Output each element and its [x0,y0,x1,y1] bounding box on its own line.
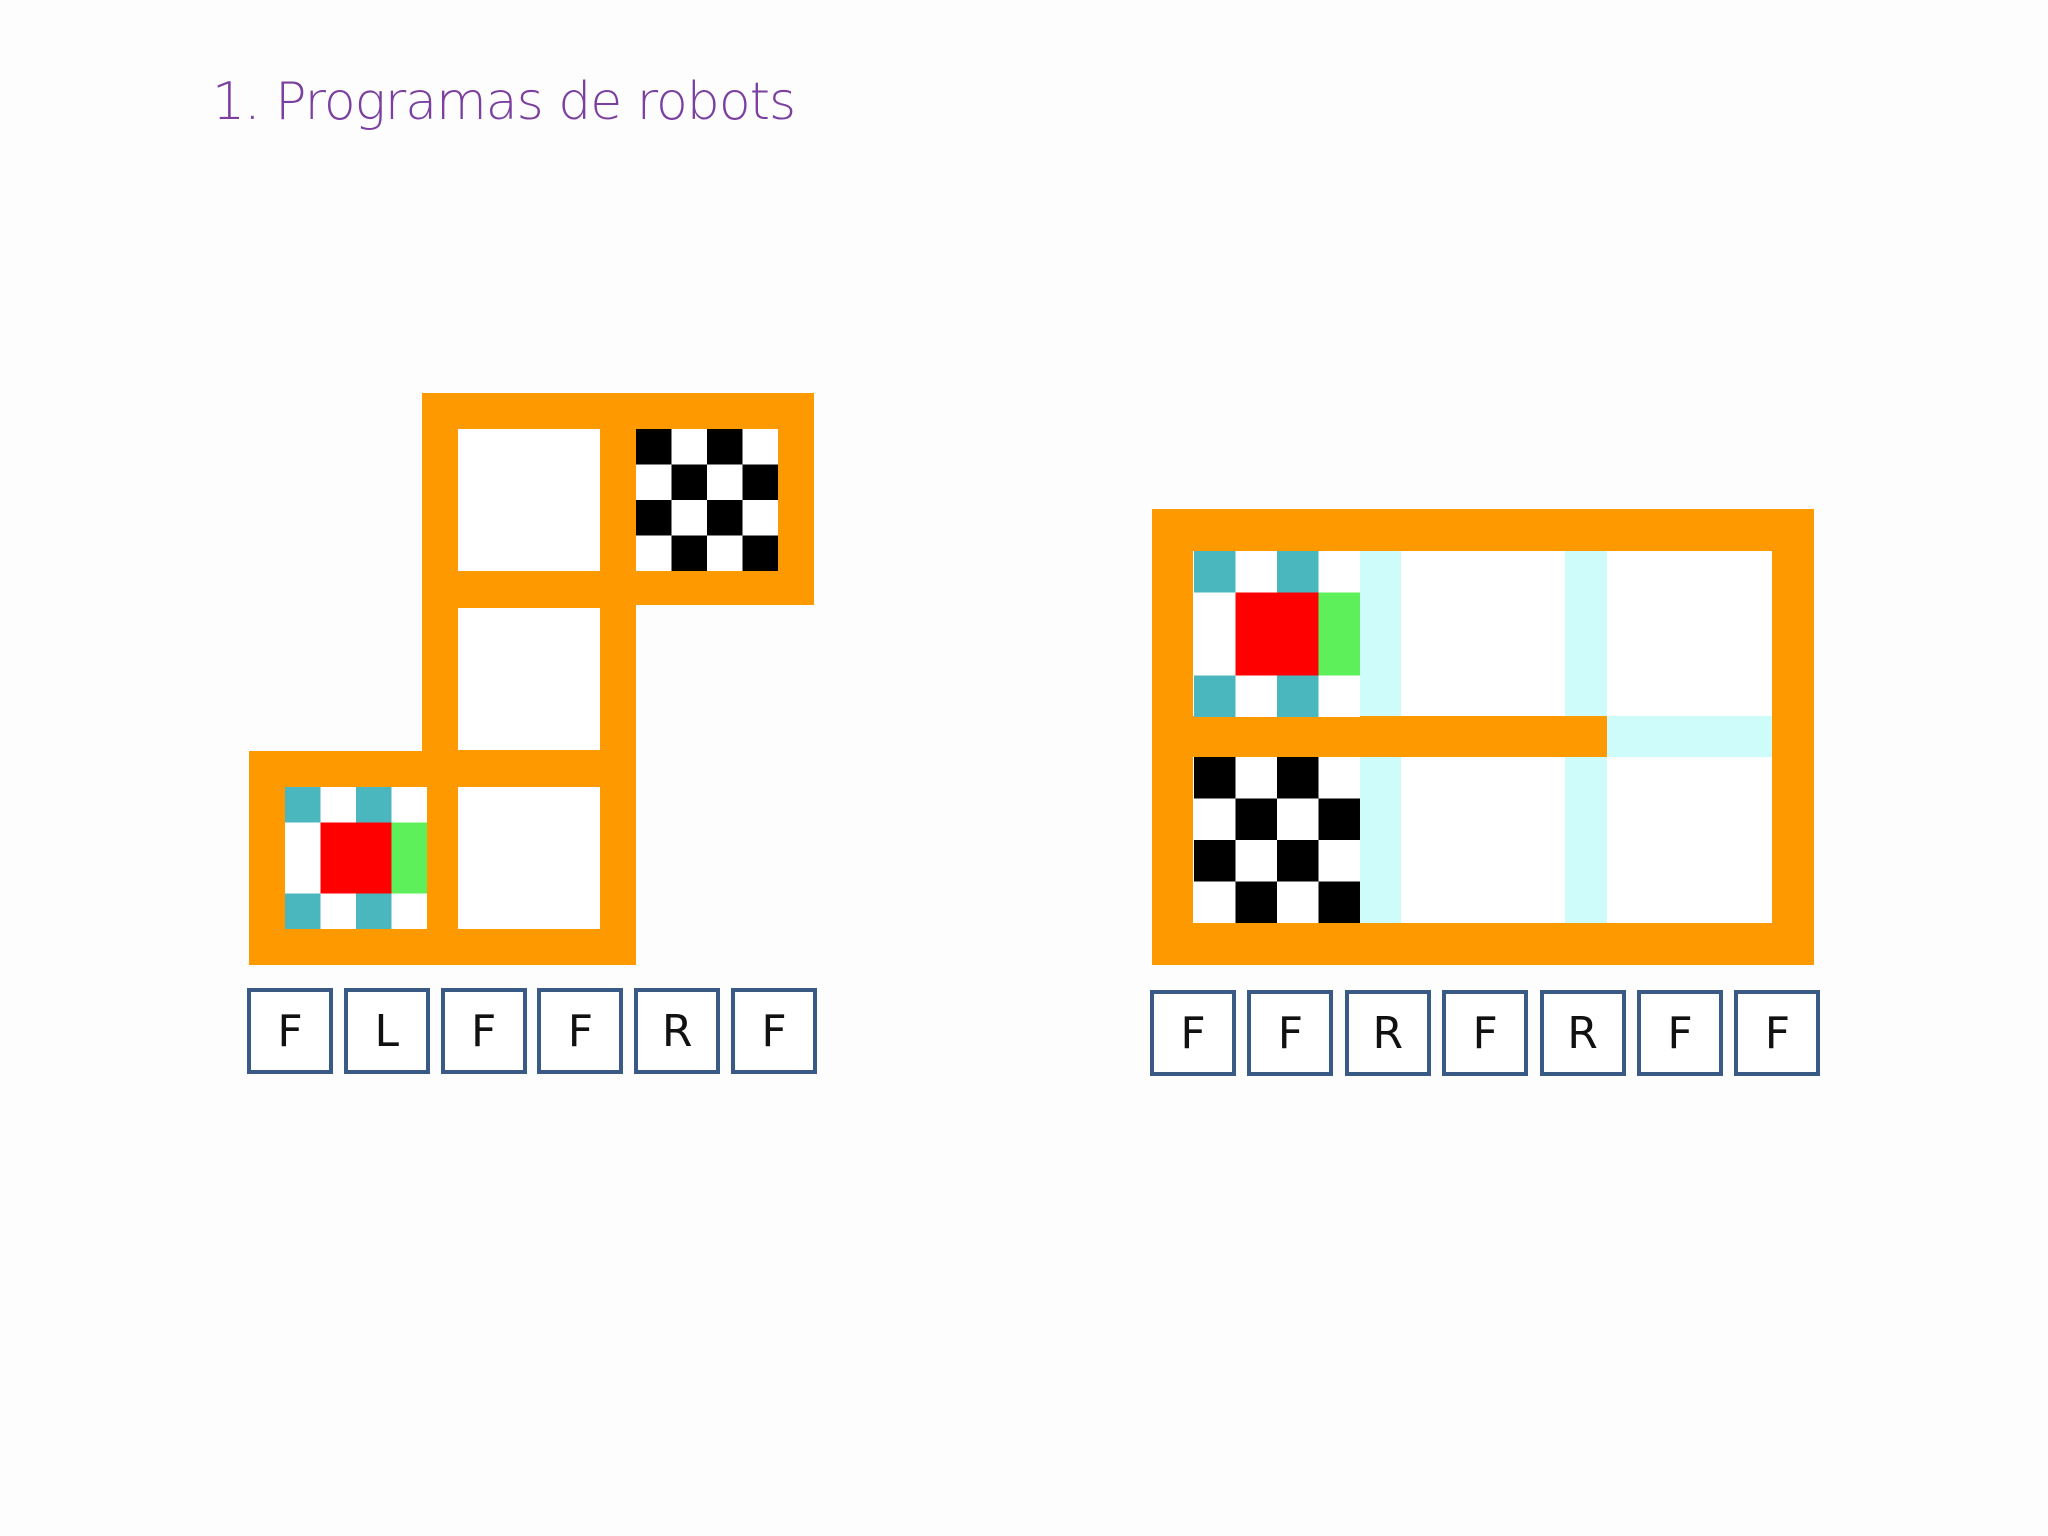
slide-title: 1. Programas de robots [212,72,796,132]
goal-flag-icon [636,429,778,571]
goal-square [636,464,672,500]
robot-wheel [356,787,392,823]
program-card[interactable]: R [634,988,721,1074]
goal-square [1235,881,1277,923]
goal-square [1277,881,1319,923]
goal-square [1235,757,1277,799]
goal-square [671,500,707,536]
goal-square [636,500,672,536]
goal-square [1277,840,1319,882]
puzzle2-track [1359,551,1772,923]
goal-square [1318,798,1360,840]
robot-front [391,822,427,894]
robot-wheel [285,893,321,929]
robot-wheel [1194,551,1236,593]
program-card[interactable]: F [537,988,624,1074]
program-card[interactable]: R [1539,990,1626,1076]
p2-track-v1-top [1359,551,1401,716]
goal-square [1194,757,1236,799]
goal-square [671,464,707,500]
goal-square [742,535,778,571]
robot-wheel [1277,675,1319,717]
program-card[interactable]: L [343,988,430,1074]
goal-square [671,429,707,465]
robot-icon [285,787,427,929]
puzzle2-inner-wall [1193,716,1607,757]
p2-track-v2-bottom [1565,757,1607,923]
p2-wall-divider [1193,716,1607,757]
p1-cell-r1c1 [458,608,600,750]
program-card[interactable]: R [1344,990,1431,1076]
robot-body [1235,592,1319,676]
goal-square [1318,757,1360,799]
program-card[interactable]: F [1637,990,1723,1076]
goal-square [707,500,743,536]
robot-wheel [1194,675,1236,717]
robot-wheel [356,893,392,929]
goal-square [1318,840,1360,882]
p2-track-v2-top [1565,551,1607,716]
goal-square [1235,798,1277,840]
goal-square [707,464,743,500]
goal-square [1277,798,1319,840]
goal-square [1194,840,1236,882]
goal-square [1235,840,1277,882]
goal-square [671,535,707,571]
program-card[interactable]: F [1150,990,1236,1076]
p1-cell-r0c1 [458,429,600,571]
program-card[interactable]: F [1247,990,1334,1076]
program-card[interactable]: F [247,988,333,1074]
goal-flag-icon [1194,757,1360,923]
robot-wheel [285,787,321,823]
p2-track-v1-bottom [1359,757,1401,923]
goal-square [707,535,743,571]
p1-cell-r2c1 [458,787,600,929]
goal-square [636,535,672,571]
goal-square [1318,881,1360,923]
program-card[interactable]: F [1734,990,1821,1076]
goal-square [742,464,778,500]
p2-track-h [1607,716,1772,757]
program-card[interactable]: F [1442,990,1529,1076]
program-card[interactable]: F [731,988,817,1074]
goal-square [707,429,743,465]
robot-icon [1194,551,1360,717]
goal-square [1194,798,1236,840]
goal-square [1194,881,1236,923]
robot-body [320,822,392,894]
program-card[interactable]: F [440,988,527,1074]
goal-square [742,429,778,465]
goal-square [636,429,672,465]
robot-wheel [1277,551,1319,593]
goal-square [1277,757,1319,799]
robot-front [1318,592,1360,676]
goal-square [742,500,778,536]
